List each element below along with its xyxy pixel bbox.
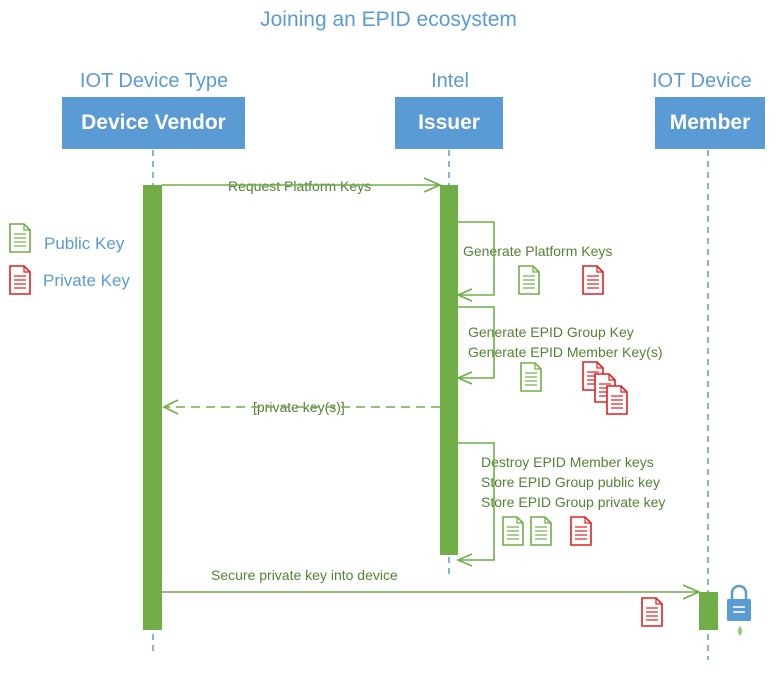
issuer-role-label: Intel bbox=[431, 70, 469, 92]
generate-platform-self-arrow bbox=[455, 221, 495, 302]
legend-public-key-icon bbox=[9, 223, 31, 253]
issuer-activation-bar bbox=[440, 185, 458, 555]
secure-key-arrow bbox=[162, 584, 701, 600]
vendor-role-label: IOT Device Type bbox=[79, 70, 229, 92]
generate-epid-group-key-label: Generate EPID Group Key bbox=[468, 324, 634, 340]
store-group-public-key-label: Store EPID Group public key bbox=[481, 474, 660, 490]
lock-icon bbox=[727, 584, 751, 621]
request-platform-keys-label: Request Platform Keys bbox=[228, 178, 372, 194]
vendor-activation-bar bbox=[143, 185, 162, 630]
legend-private-key-icon bbox=[9, 265, 31, 295]
secured-private-key-document-icon bbox=[641, 597, 663, 627]
stored-public-key-document-icon bbox=[530, 516, 552, 546]
legend-public-key-label: Public Key bbox=[44, 234, 125, 253]
stored-private-key-document-icon bbox=[570, 516, 592, 546]
secure-private-key-label: Secure private key into device bbox=[211, 567, 398, 583]
generate-platform-keys-label: Generate Platform Keys bbox=[463, 243, 613, 259]
destroy-store-note: Destroy EPID Member keys Store EPID Grou… bbox=[481, 452, 665, 512]
member-activation-bar bbox=[699, 592, 718, 630]
generate-epid-member-keys-label: Generate EPID Member Key(s) bbox=[468, 344, 663, 360]
destroy-member-keys-label: Destroy EPID Member keys bbox=[481, 454, 654, 470]
stored-public-key-document-icon bbox=[502, 516, 524, 546]
group-public-key-document-icon bbox=[520, 362, 542, 392]
issuer-box: Issuer bbox=[395, 97, 503, 149]
generate-epid-self-arrow bbox=[455, 306, 495, 385]
member-role-label: IOT Device bbox=[652, 70, 752, 92]
legend-private-key-label: Private Key bbox=[43, 271, 130, 290]
public-key-document-icon bbox=[518, 265, 540, 295]
member-private-key-document-icon bbox=[606, 385, 628, 415]
generate-epid-keys-note: Generate EPID Group Key Generate EPID Me… bbox=[468, 322, 663, 362]
device-vendor-box: Device Vendor bbox=[62, 97, 245, 149]
member-box: Member bbox=[655, 97, 765, 149]
private-key-document-icon bbox=[582, 265, 604, 295]
private-keys-return-arrow bbox=[162, 399, 440, 415]
destroy-store-self-arrow bbox=[455, 442, 495, 567]
store-group-private-key-label: Store EPID Group private key bbox=[481, 494, 666, 510]
diagram-title: Joining an EPID ecosystem bbox=[260, 8, 517, 31]
request-arrow bbox=[162, 177, 442, 193]
flame-icon bbox=[737, 626, 743, 636]
